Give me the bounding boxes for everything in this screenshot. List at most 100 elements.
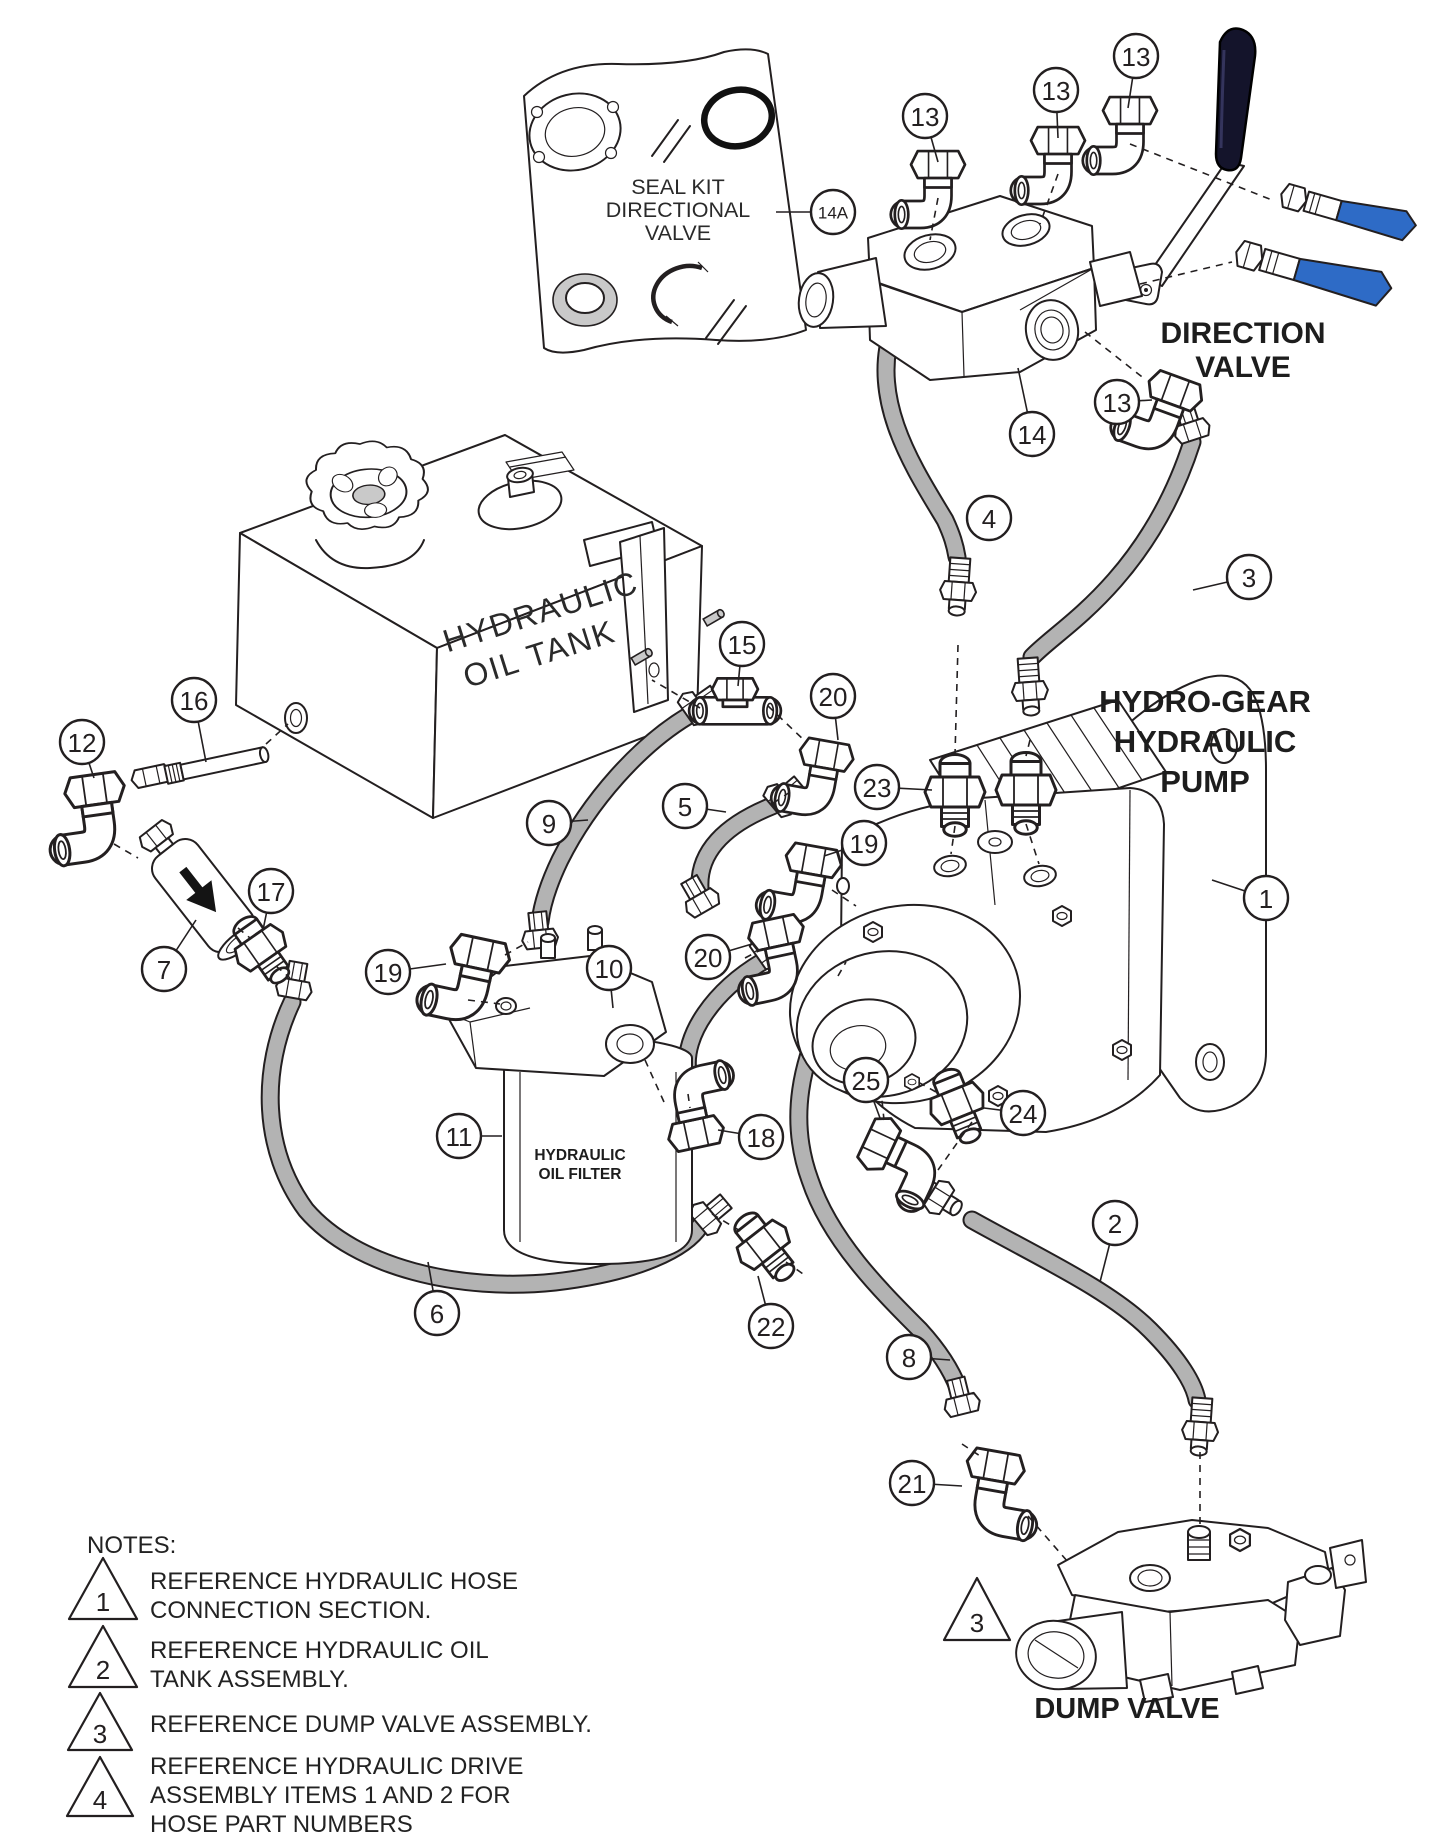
svg-text:7: 7 bbox=[157, 955, 171, 985]
svg-text:19: 19 bbox=[850, 829, 879, 859]
seal-kit-label-line1: SEAL KIT bbox=[631, 175, 725, 199]
direction-valve-label-line1: DIRECTION bbox=[1161, 317, 1326, 350]
svg-text:19: 19 bbox=[374, 958, 403, 988]
svg-text:5: 5 bbox=[678, 792, 692, 822]
svg-text:REFERENCE DUMP VALVE ASSEMBLY.: REFERENCE DUMP VALVE ASSEMBLY. bbox=[150, 1711, 592, 1738]
svg-text:20: 20 bbox=[694, 943, 723, 973]
callout-21-30: 21 bbox=[888, 1459, 963, 1507]
hose-9 bbox=[532, 708, 696, 930]
svg-text:3: 3 bbox=[93, 1719, 107, 1749]
svg-text:REFERENCE HYDRAULIC HOSE: REFERENCE HYDRAULIC HOSE bbox=[150, 1568, 518, 1595]
seal-kit-label-line3: VALVE bbox=[645, 221, 711, 245]
svg-text:16: 16 bbox=[180, 686, 209, 716]
callout-15-8: 15 bbox=[718, 620, 766, 687]
hydraulic-oil-tank: HYDRAULIC OIL TANK bbox=[235, 434, 725, 819]
svg-text:11: 11 bbox=[446, 1122, 473, 1152]
svg-text:18: 18 bbox=[747, 1123, 776, 1153]
hose-6 bbox=[262, 994, 708, 1292]
lever-grip bbox=[1214, 27, 1257, 172]
callout-20-9: 20 bbox=[809, 672, 857, 741]
snap-ring bbox=[651, 263, 703, 325]
svg-text:HOSE PART NUMBERS: HOSE PART NUMBERS bbox=[150, 1811, 413, 1838]
svg-text:CONNECTION SECTION.: CONNECTION SECTION. bbox=[150, 1597, 431, 1624]
callout-13-4: 13 bbox=[1093, 378, 1153, 426]
svg-text:2: 2 bbox=[1108, 1209, 1122, 1239]
callout-12-11: 12 bbox=[58, 718, 106, 779]
svg-text:REFERENCE HYDRAULIC OIL: REFERENCE HYDRAULIC OIL bbox=[150, 1637, 489, 1664]
callout-layer: 13 13 13 14A 13 14 4 3 15 20 16 12 23 9 5 19 1 17 7 19 10 20 1… bbox=[58, 32, 1290, 1507]
callout-5-14: 5 bbox=[661, 782, 727, 830]
hoses bbox=[260, 318, 1207, 1410]
svg-text:TANK ASSEMBLY.: TANK ASSEMBLY. bbox=[150, 1666, 349, 1693]
hose-2 bbox=[964, 1212, 1205, 1408]
callout-25-24: 25 bbox=[842, 1056, 890, 1119]
callout-13-1: 13 bbox=[1032, 66, 1080, 139]
dump-valve-label: DUMP VALVE bbox=[1034, 1693, 1219, 1725]
hose-5 bbox=[692, 798, 780, 896]
dump-valve: DUMP VALVE bbox=[1015, 1519, 1367, 1725]
callout-7-18: 7 bbox=[140, 919, 197, 993]
pump-label-line3: PUMP bbox=[1160, 764, 1250, 799]
filter-label-line2: OIL FILTER bbox=[539, 1166, 622, 1183]
o-ring bbox=[700, 86, 776, 150]
svg-text:13: 13 bbox=[1103, 388, 1132, 418]
callout-19-15: 19 bbox=[823, 819, 888, 867]
callout-14A-3: 14A bbox=[776, 188, 857, 236]
note-item-3: 3 REFERENCE DUMP VALVE ASSEMBLY. bbox=[66, 1691, 592, 1752]
flow-arrow-icon bbox=[179, 866, 204, 895]
callout-10-20: 10 bbox=[585, 944, 633, 1009]
svg-text:1: 1 bbox=[1259, 884, 1273, 914]
svg-text:10: 10 bbox=[595, 954, 624, 984]
callout-13-2: 13 bbox=[1112, 32, 1160, 109]
callout-4-6: 4 bbox=[965, 494, 1013, 542]
callout-23-12: 23 bbox=[853, 763, 933, 811]
direction-valve-label-line2: VALVE bbox=[1195, 351, 1291, 384]
svg-text:6: 6 bbox=[430, 1299, 444, 1329]
svg-text:13: 13 bbox=[1042, 76, 1071, 106]
hydraulic-pump bbox=[788, 674, 1267, 1133]
svg-text:ASSEMBLY ITEMS 1 AND 2 FOR: ASSEMBLY ITEMS 1 AND 2 FOR bbox=[150, 1782, 511, 1809]
note-item-4: 4 REFERENCE HYDRAULIC DRIVE ASSEMBLY ITE… bbox=[65, 1753, 523, 1838]
callout-11-23: 11 bbox=[435, 1112, 502, 1160]
callout-9-13: 9 bbox=[525, 799, 589, 847]
callout-14-5: 14 bbox=[1008, 367, 1056, 458]
svg-text:4: 4 bbox=[982, 504, 996, 534]
notes-heading: NOTES: bbox=[87, 1532, 176, 1559]
svg-text:1: 1 bbox=[96, 1587, 110, 1617]
blue-hose-lower bbox=[1235, 239, 1393, 307]
callout-8-28: 8 bbox=[885, 1333, 951, 1381]
svg-text:20: 20 bbox=[819, 682, 848, 712]
svg-text:17: 17 bbox=[257, 877, 286, 907]
filter-label-line1: HYDRAULIC bbox=[534, 1147, 625, 1164]
svg-text:14A: 14A bbox=[818, 204, 849, 223]
callout-19-19: 19 bbox=[364, 948, 447, 996]
pump-label-line2: HYDRAULIC bbox=[1114, 724, 1297, 759]
svg-text:13: 13 bbox=[1122, 42, 1151, 72]
svg-text:15: 15 bbox=[728, 630, 757, 660]
callout-2-29: 2 bbox=[1091, 1199, 1139, 1283]
hose-8 bbox=[791, 992, 966, 1396]
callout-24-25: 24 bbox=[983, 1089, 1047, 1137]
callout-20-21: 20 bbox=[684, 933, 753, 981]
note-item-1: 1 REFERENCE HYDRAULIC HOSE CONNECTION SE… bbox=[67, 1556, 518, 1624]
fitting-16 bbox=[130, 746, 270, 790]
callout-13-0: 13 bbox=[901, 92, 949, 163]
callout-18-22: 18 bbox=[717, 1113, 785, 1161]
tank-filler-knob bbox=[305, 440, 429, 530]
seal-kit-label-line2: DIRECTIONAL bbox=[606, 198, 751, 222]
svg-text:3: 3 bbox=[1242, 563, 1256, 593]
callout-1-16: 1 bbox=[1211, 874, 1290, 922]
callout-6-27: 6 bbox=[413, 1261, 461, 1337]
svg-text:23: 23 bbox=[863, 773, 892, 803]
svg-text:14: 14 bbox=[1018, 420, 1047, 450]
note-item-2: 2 REFERENCE HYDRAULIC OIL TANK ASSEMBLY. bbox=[67, 1624, 489, 1693]
note-marker-3-diagram: 3 bbox=[942, 1576, 1012, 1642]
svg-text:REFERENCE HYDRAULIC DRIVE: REFERENCE HYDRAULIC DRIVE bbox=[150, 1753, 523, 1780]
svg-text:25: 25 bbox=[852, 1066, 881, 1096]
svg-text:4: 4 bbox=[93, 1785, 107, 1815]
notes-section: NOTES: 1 REFERENCE HYDRAULIC HOSE CONNEC… bbox=[65, 1532, 592, 1838]
svg-text:13: 13 bbox=[911, 102, 940, 132]
hose-4 bbox=[878, 320, 965, 565]
